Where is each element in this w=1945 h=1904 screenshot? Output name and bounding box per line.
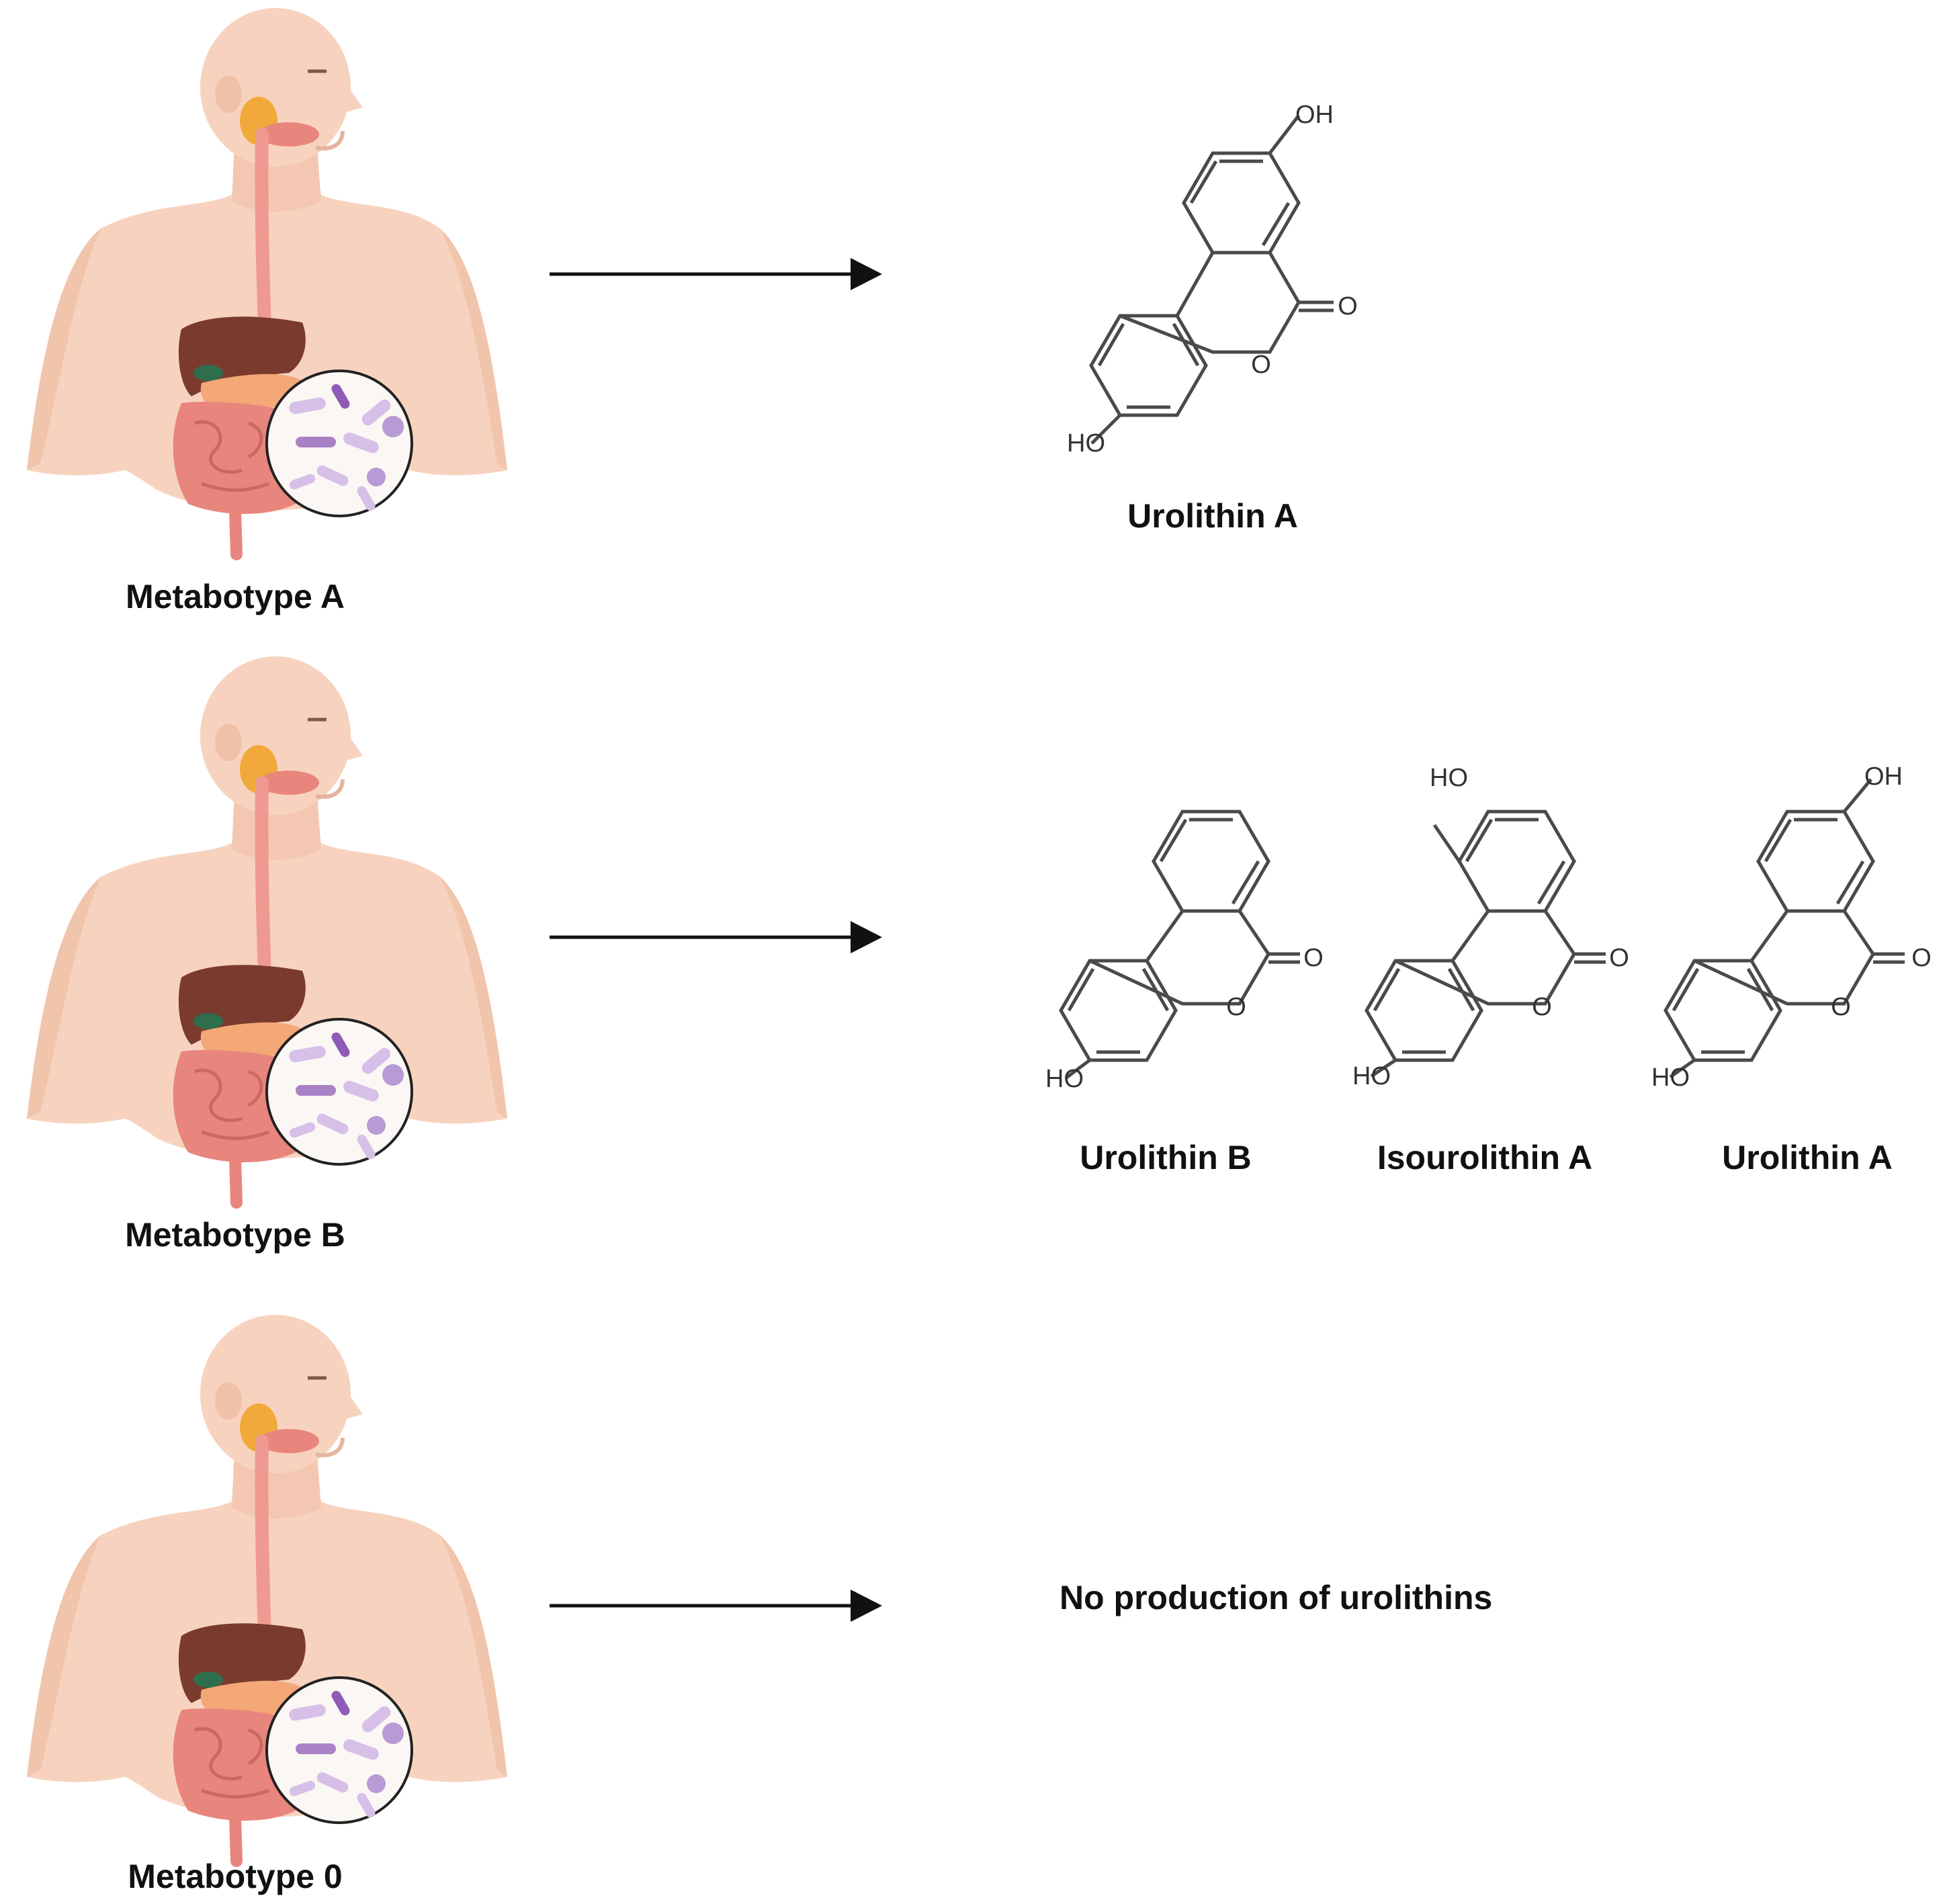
urolithin-a-structure (1089, 114, 1334, 445)
right-arrow-icon (550, 1590, 882, 1622)
urolithin-b-structure (1059, 810, 1300, 1080)
metabotype-b-label: Metabotype B (125, 1216, 345, 1254)
person-illustration-b (27, 656, 507, 1203)
product-name-isourolithin-a: Isourolithin A (1377, 1139, 1592, 1176)
person-illustration-0 (27, 1315, 507, 1861)
right-arrow-icon (550, 258, 882, 290)
carbonyl-oxygen-label: O (1609, 944, 1629, 972)
carbonyl-oxygen-label: O (1338, 292, 1358, 320)
urolithin-a-structure (1663, 778, 1905, 1079)
oh-label: OH (1864, 763, 1903, 791)
carbonyl-oxygen-label: O (1911, 944, 1932, 972)
ho-label: HO (1045, 1065, 1084, 1093)
no-production-text: No production of urolithins (1060, 1579, 1492, 1616)
right-arrow-icon (550, 921, 882, 953)
ring-oxygen-label: O (1532, 993, 1552, 1021)
ring-oxygen-label: O (1831, 993, 1851, 1021)
ring-oxygen-label: O (1226, 993, 1246, 1021)
ho-label: HO (1067, 429, 1105, 458)
oh-label: OH (1295, 101, 1334, 129)
ho-label: HO (1430, 764, 1468, 792)
isourolithin-a-structure (1365, 810, 1606, 1078)
product-name-urolithin-a: Urolithin A (1722, 1139, 1893, 1176)
carbonyl-oxygen-label: O (1303, 944, 1324, 972)
metabotype-0-label: Metabotype 0 (128, 1858, 343, 1895)
ring-oxygen-label: O (1251, 351, 1271, 379)
product-name-urolithin-a: Urolithin A (1127, 497, 1298, 535)
ho-label: HO (1352, 1062, 1391, 1090)
product-name-urolithin-b: Urolithin B (1080, 1139, 1252, 1176)
ho-label: HO (1651, 1064, 1690, 1092)
metabotype-a-label: Metabotype A (126, 578, 345, 615)
person-illustration-a (27, 8, 507, 554)
